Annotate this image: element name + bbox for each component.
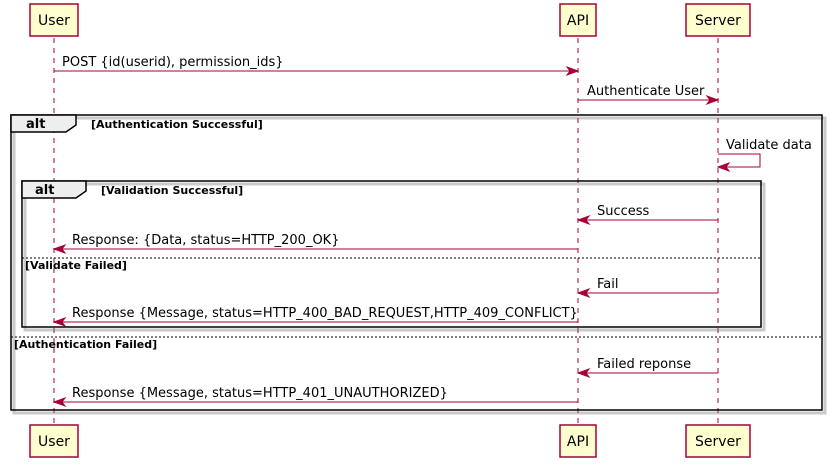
outer-alt-frame — [10, 114, 823, 411]
outer-alt-keyword: alt — [26, 117, 45, 132]
participant-user-top-label: User — [38, 13, 70, 29]
inner-else-guard: [Validate Failed] — [25, 259, 127, 272]
message-fail-arrowhead — [576, 287, 591, 299]
message-response-ok-label: Response: {Data, status=HTTP_200_OK} — [72, 233, 339, 248]
participant-server-top — [685, 3, 751, 37]
message-response-bad-request-label: Response {Message, status=HTTP_400_BAD_R… — [72, 306, 578, 321]
message-success-arrowhead — [576, 214, 591, 226]
participant-server-top-label: Server — [695, 13, 741, 29]
message-response-unauthorized-label: Response {Message, status=HTTP_401_UNAUT… — [72, 386, 448, 401]
inner-alt-keyword: alt — [35, 183, 54, 198]
message-response-bad-request-arrowhead — [52, 316, 67, 328]
inner-alt-tab — [21, 180, 87, 199]
participant-server-bottom-label: Server — [695, 434, 741, 450]
message-failed-response-label: Failed reponse — [597, 357, 691, 372]
inner-alt-shadow — [23, 182, 766, 332]
outer-alt-guard: [Authentication Successful] — [91, 118, 263, 131]
message-response-unauthorized-arrowhead — [52, 396, 67, 408]
message-failed-response-arrowhead — [576, 367, 591, 379]
inner-alt-frame — [21, 180, 762, 328]
participant-api-top — [559, 3, 597, 37]
participant-user-top — [29, 3, 79, 37]
participant-user-bottom-label: User — [38, 434, 70, 450]
message-authenticate-arrowhead — [705, 94, 720, 106]
message-validate-arrowhead — [716, 161, 731, 173]
participant-api-bottom — [559, 424, 597, 458]
message-fail-label: Fail — [597, 277, 618, 292]
message-success-label: Success — [597, 204, 650, 219]
message-post-arrowhead — [565, 65, 580, 77]
participant-server-bottom — [685, 424, 751, 458]
outer-else-guard: [Authentication Failed] — [14, 338, 157, 351]
message-post-label: POST {id(userid), permission_ids} — [62, 55, 284, 70]
inner-alt-guard: [Validation Successful] — [101, 184, 243, 197]
participant-user-bottom — [29, 424, 79, 458]
outer-alt-shadow — [12, 116, 827, 415]
message-validate-label: Validate data — [726, 138, 812, 153]
outer-alt-tab — [10, 114, 77, 133]
message-authenticate-label: Authenticate User — [587, 84, 705, 99]
participant-api-top-label: API — [567, 13, 589, 29]
message-validate-line — [718, 153, 761, 168]
message-response-ok-arrowhead — [52, 243, 67, 255]
participant-api-bottom-label: API — [567, 434, 589, 450]
